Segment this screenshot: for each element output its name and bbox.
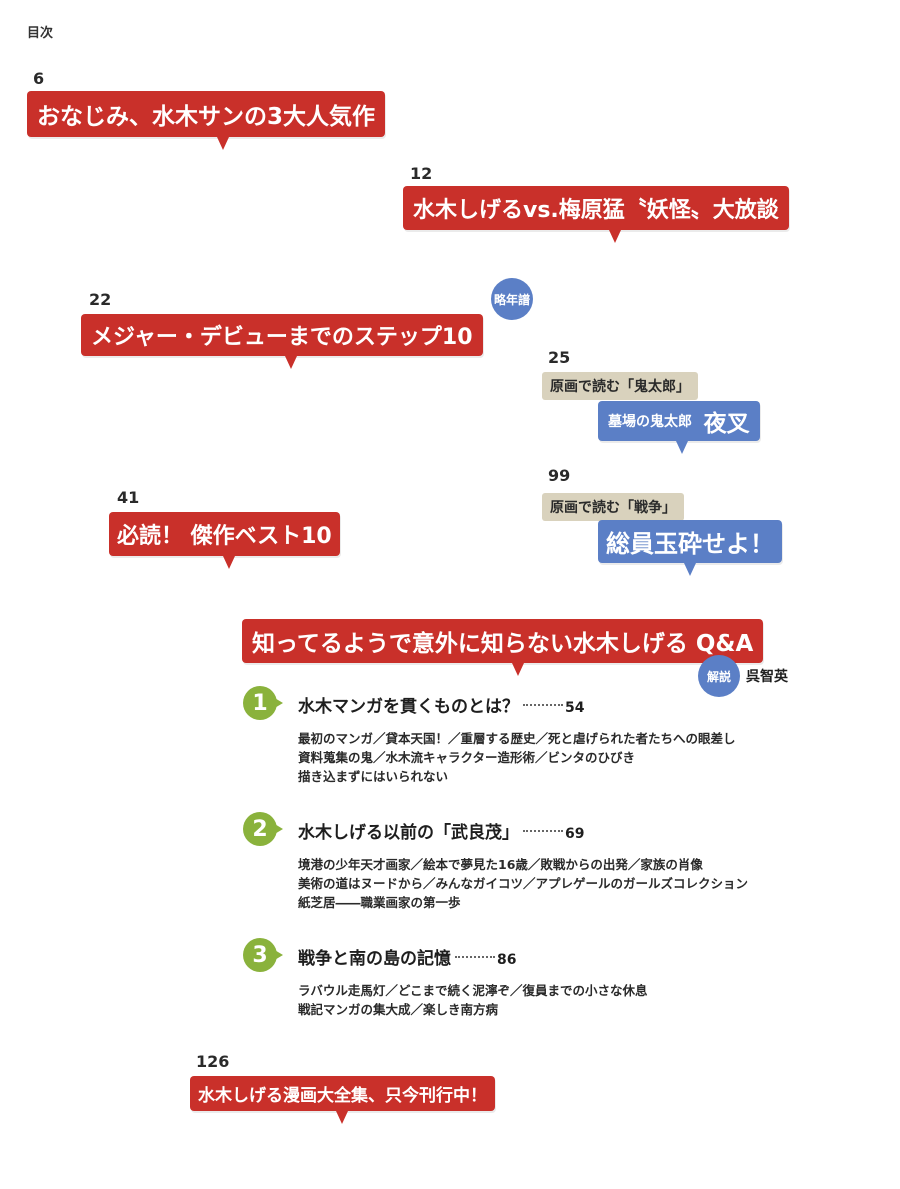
topic-line: 資料蒐集の鬼／水木流キャラクター造形術／ビンタのひびき [298, 750, 636, 765]
topic-line: 美術の道はヌードから／みんなガイコツ／アプレゲールのガールズコレクション [298, 876, 749, 891]
page-label: 目次 [27, 26, 54, 41]
page-number-25: 25 [548, 348, 571, 367]
leader-dots [523, 704, 563, 706]
topic-line: 紙芝居――職業画家の第一歩 [298, 895, 461, 910]
commentator-name: 呉智英 [746, 669, 788, 685]
topic-line: 戦記マンガの集大成／楽しき南方病 [298, 1002, 499, 1017]
yasha-subtitle: 墓場の鬼太郎 [608, 414, 692, 430]
leader-dots [523, 830, 563, 832]
section-3-page: 86 [497, 952, 517, 968]
leader-dots [455, 956, 495, 958]
topic-line: ラバウル走馬灯／どこまで続く泥濘ぞ／復員までの小さな休息 [298, 983, 648, 998]
title-bubble-steps-to-debut[interactable]: メジャー・デビューまでのステップ10 [81, 314, 483, 356]
topic-line: 最初のマンガ／貸本天国！／重層する歴史／死と虐げられた者たちへの眼差し [298, 731, 736, 746]
section-number-3: 3 [243, 938, 283, 972]
section-2-page: 69 [565, 826, 585, 842]
section-number-1: 1 [243, 686, 283, 720]
yasha-title: 夜叉 [703, 411, 750, 437]
title-bubble-onward-towards-our-noble-deaths[interactable]: 総員玉砕せよ！ [598, 520, 782, 563]
topic-line: 描き込まずにはいられない [298, 769, 449, 784]
page-number-6: 6 [33, 69, 45, 88]
section-1-title: 水木マンガを貫くものとは？ [298, 697, 519, 717]
title-bubble-yokai-talk[interactable]: 水木しげるvs.梅原猛〝妖怪〟大放談 [403, 186, 789, 230]
section-number-2: 2 [243, 812, 283, 846]
section-2-title: 水木しげる以前の「武良茂」 [298, 823, 519, 843]
title-bubble-complete-works[interactable]: 水木しげる漫画大全集、只今刊行中！ [190, 1076, 495, 1111]
chronology-badge: 略年譜 [491, 278, 533, 320]
section-3-title: 戦争と南の島の記憶 [298, 949, 451, 969]
page-number-99: 99 [548, 466, 571, 485]
section-2-topics: 境港の少年天才画家／絵本で夢見た16歳／敗戦からの出発／家族の肖像 美術の道はヌ… [298, 855, 748, 912]
commentary-badge: 解説 [698, 655, 740, 697]
section-3-title-row[interactable]: 戦争と南の島の記憶 86 [298, 944, 516, 969]
genga-label-war: 原画で読む「戦争」 [542, 493, 684, 521]
title-bubble-three-popular-works[interactable]: おなじみ、水木サンの3大人気作 [27, 91, 386, 137]
page-number-12: 12 [410, 164, 433, 183]
title-bubble-yasha[interactable]: 墓場の鬼太郎 夜叉 [598, 401, 760, 441]
section-1-page: 54 [565, 700, 585, 716]
section-2-title-row[interactable]: 水木しげる以前の「武良茂」 69 [298, 818, 584, 843]
section-1-title-row[interactable]: 水木マンガを貫くものとは？ 54 [298, 692, 584, 717]
topic-line: 境港の少年天才画家／絵本で夢見た16歳／敗戦からの出発／家族の肖像 [298, 857, 703, 872]
page-number-22: 22 [89, 290, 112, 309]
genga-label-kitaro: 原画で読む「鬼太郎」 [542, 372, 698, 400]
section-1-topics: 最初のマンガ／貸本天国！／重層する歴史／死と虐げられた者たちへの眼差し 資料蒐集… [298, 729, 736, 786]
section-3-topics: ラバウル走馬灯／どこまで続く泥濘ぞ／復員までの小さな休息 戦記マンガの集大成／楽… [298, 981, 648, 1019]
page-number-41: 41 [117, 488, 140, 507]
title-bubble-qa[interactable]: 知ってるようで意外に知らない水木しげる Q&A [242, 619, 764, 663]
page-number-126: 126 [196, 1052, 230, 1071]
title-bubble-best-ten[interactable]: 必読！ 傑作ベスト10 [109, 512, 340, 556]
